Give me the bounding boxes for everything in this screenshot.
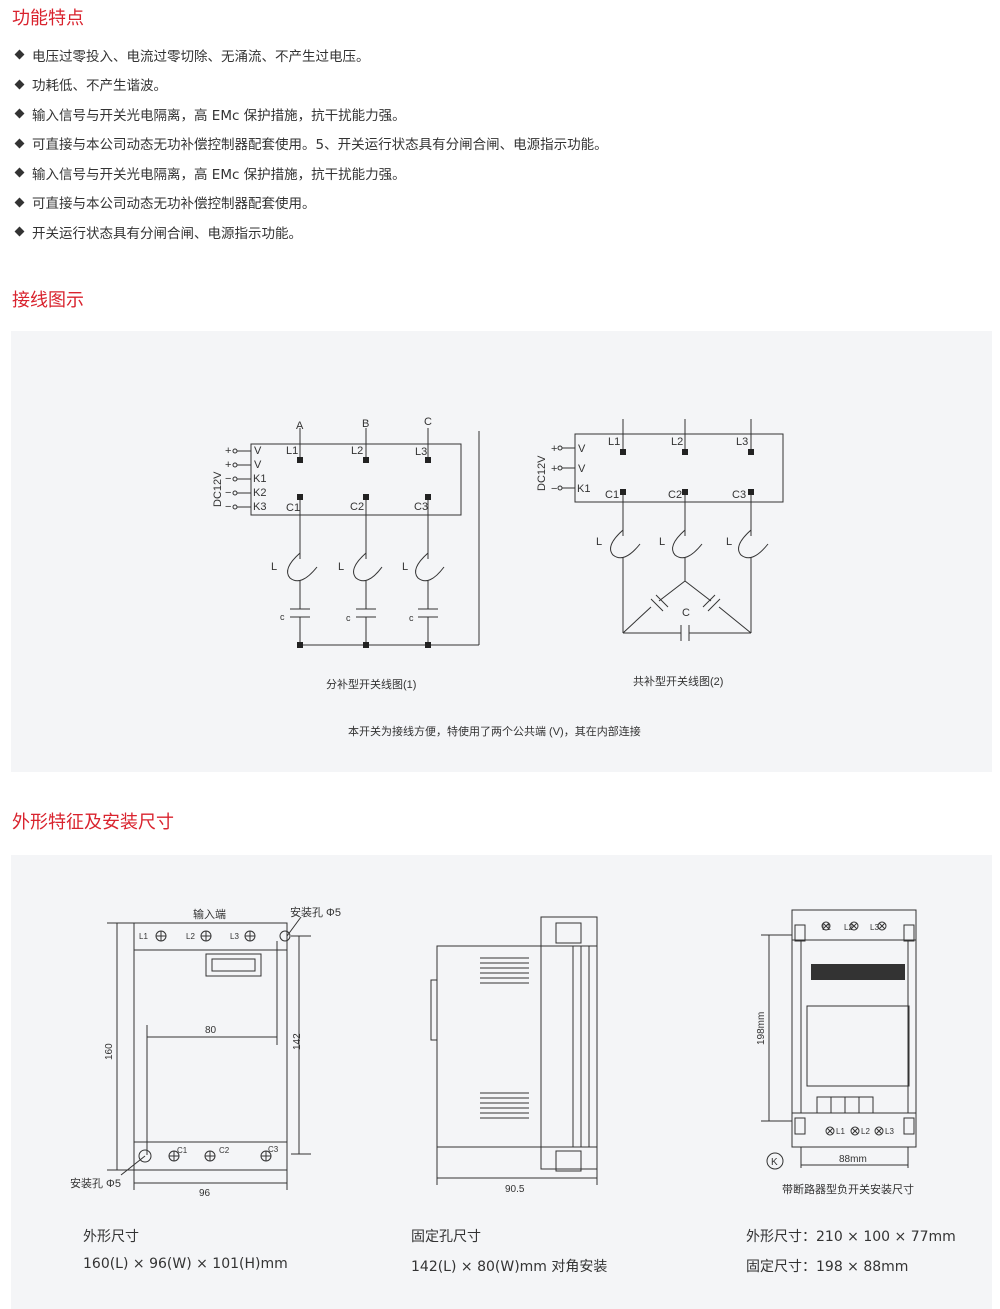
caption-2-title: 固定孔尺寸 <box>411 1229 481 1245</box>
dim-160: 160 <box>104 1043 115 1060</box>
feature-item: 输入信号与开关光电隔离，高 EMc 保护措施，抗干扰能力强。 <box>14 158 608 188</box>
terminal-label: L2 <box>844 923 853 932</box>
caption-1-value: 160(L) × 96(W) × 101(H)mm <box>83 1256 288 1272</box>
inductor-label: L <box>659 536 665 548</box>
wiring-title: 接线图示 <box>12 290 84 311</box>
input-label: K2 <box>253 487 266 499</box>
feature-item: 可直接与本公司动态无功补偿控制器配套使用。5、开关运行状态具有分闸合闸、电源指示… <box>14 129 608 159</box>
dc-label: DC12V <box>212 471 224 507</box>
terminal-label: C3 <box>414 501 428 513</box>
k-mark: K <box>771 1157 778 1168</box>
terminal-label: L2 <box>671 436 683 448</box>
features-list: 电压过零投入、电流过零切除、无涌流、不产生过电压。 功耗低、不产生谐波。 输入信… <box>14 40 608 247</box>
diamond-bullet-icon <box>14 138 25 149</box>
diamond-bullet-icon <box>14 108 25 119</box>
dimensions-title: 外形特征及安装尺寸 <box>12 812 174 833</box>
input-sign: + <box>225 445 231 457</box>
caption-3-title: 外形尺寸：210 × 100 × 77mm <box>746 1229 956 1245</box>
input-sign: − <box>225 487 231 499</box>
diamond-bullet-icon <box>14 79 25 90</box>
inductor-label: L <box>271 561 277 573</box>
caption-2-value: 142(L) × 80(W)mm 对角安装 <box>411 1259 608 1275</box>
terminal-label: L3 <box>415 446 427 458</box>
input-terminal-label: 输入端 <box>193 907 226 921</box>
terminal-label: L3 <box>870 923 879 932</box>
terminal-label: L3 <box>885 1127 894 1136</box>
terminal-label: L2 <box>351 445 363 457</box>
terminal-label: C2 <box>219 1146 230 1155</box>
inductor-label: L <box>596 536 602 548</box>
dim-198: 198mm <box>756 1012 767 1045</box>
terminal-label: L3 <box>230 932 239 941</box>
input-label: K1 <box>253 473 266 485</box>
terminal-label: C1 <box>605 489 619 501</box>
inductor-label: L <box>726 536 732 548</box>
dc-label: DC12V <box>536 455 548 491</box>
cap-label: c <box>346 613 351 623</box>
terminal-label: L1 <box>286 445 298 457</box>
diagram2-caption: 共补型开关线图(2) <box>633 674 723 688</box>
dim-80: 80 <box>205 1025 217 1036</box>
terminal-label: L1 <box>822 923 831 932</box>
input-label: K3 <box>253 501 266 513</box>
dim-96: 96 <box>199 1188 211 1199</box>
dim-142: 142 <box>292 1033 303 1050</box>
input-label: V <box>254 445 262 457</box>
cap-label: C <box>682 607 690 619</box>
diamond-bullet-icon <box>14 167 25 178</box>
terminal-label: C1 <box>177 1146 188 1155</box>
phase-label: B <box>362 418 369 430</box>
terminal-label: C2 <box>350 501 364 513</box>
input-sign: + <box>225 459 231 471</box>
wiring-diagrams: A B C L1 L2 L3 C1 C2 C3 V V K1 K2 K3 + +… <box>212 416 784 738</box>
breaker-caption: 带断路器型负开关安装尺寸 <box>782 1182 914 1196</box>
feature-item: 开关运行状态具有分闸合闸、电源指示功能。 <box>14 217 608 247</box>
input-label: V <box>254 459 262 471</box>
phase-label: A <box>296 420 304 432</box>
input-sign: + <box>551 443 557 455</box>
inductor-label: L <box>338 561 344 573</box>
terminal-label: L2 <box>186 932 195 941</box>
terminal-label: L3 <box>736 436 748 448</box>
dimensions-panel: 输入端 安装孔 Φ5 L1 L2 L3 C1 C2 C3 80 160 142 … <box>11 855 992 1309</box>
terminal-label: C3 <box>732 489 746 501</box>
terminal-label: L1 <box>139 932 148 941</box>
feature-item: 功耗低、不产生谐波。 <box>14 70 608 100</box>
terminal-label: C3 <box>268 1145 279 1154</box>
diagram1-caption: 分补型开关线图(1) <box>326 677 416 691</box>
caption-3-value: 固定尺寸：198 × 88mm <box>746 1259 909 1275</box>
features-title: 功能特点 <box>12 8 84 29</box>
diamond-bullet-icon <box>14 226 25 237</box>
input-sign: − <box>551 483 557 495</box>
diamond-bullet-icon <box>14 197 25 208</box>
terminal-label: L1 <box>608 436 620 448</box>
feature-item: 电压过零投入、电流过零切除、无涌流、不产生过电压。 <box>14 40 608 70</box>
feature-item: 输入信号与开关光电隔离，高 EMc 保护措施，抗干扰能力强。 <box>14 99 608 129</box>
input-label: V <box>578 463 586 475</box>
diamond-bullet-icon <box>14 49 25 60</box>
terminal-label: C2 <box>668 489 682 501</box>
terminal-label: L1 <box>836 1127 845 1136</box>
phase-label: C <box>424 416 432 428</box>
caption-1-title: 外形尺寸 <box>83 1229 139 1245</box>
terminal-label: C1 <box>286 502 300 514</box>
cap-label: c <box>280 612 285 622</box>
inductor-label: L <box>402 561 408 573</box>
dimension-drawings: 输入端 安装孔 Φ5 L1 L2 L3 C1 C2 C3 80 160 142 … <box>70 905 917 1199</box>
input-label: V <box>578 443 586 455</box>
input-label: K1 <box>577 483 590 495</box>
feature-item: 可直接与本公司动态无功补偿控制器配套使用。 <box>14 188 608 218</box>
wiring-panel: A B C L1 L2 L3 C1 C2 C3 V V K1 K2 K3 + +… <box>11 331 992 772</box>
terminal-label: L2 <box>861 1127 870 1136</box>
input-sign: − <box>225 501 231 513</box>
wiring-note: 本开关为接线方便，特使用了两个公共端 (V)，其在内部连接 <box>348 724 641 738</box>
mount-hole-label: 安装孔 Φ5 <box>290 905 341 919</box>
dim-90-5: 90.5 <box>505 1184 525 1195</box>
input-sign: + <box>551 463 557 475</box>
mount-hole-label: 安装孔 Φ5 <box>70 1176 121 1190</box>
input-sign: − <box>225 473 231 485</box>
dim-88: 88mm <box>839 1154 867 1165</box>
cap-label: c <box>409 613 414 623</box>
